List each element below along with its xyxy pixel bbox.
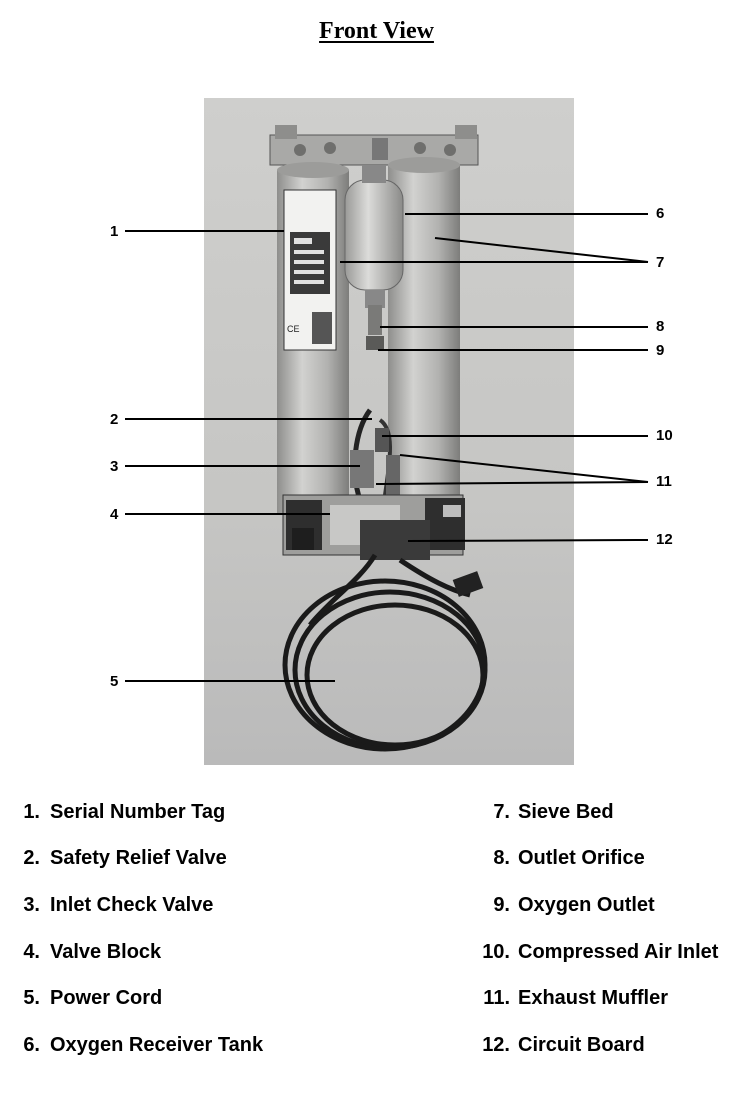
legend-item-power-cord: 5.Power Cord	[23, 987, 163, 1009]
exhaust-muffler	[386, 455, 400, 495]
ce-mark: CE	[287, 324, 300, 334]
callout-5: 5	[110, 673, 119, 690]
legend-item-safety-relief-valve: 2.Safety Relief Valve	[23, 847, 227, 869]
legend-item-compressed-air-inlet: 10.Compressed Air Inlet	[482, 941, 719, 963]
callout-10: 10	[656, 427, 673, 444]
callout-2: 2	[110, 411, 119, 428]
legend-item-circuit-board: 12.Circuit Board	[482, 1034, 645, 1056]
oxygen-receiver-tank	[344, 179, 404, 291]
inlet-check-valve	[350, 450, 374, 488]
callout-12: 12	[656, 531, 673, 548]
legend-item-sieve-bed: 7.Sieve Bed	[493, 801, 614, 823]
legend-item-serial-number-tag: 1.Serial Number Tag	[23, 801, 226, 823]
callout-3: 3	[110, 458, 119, 475]
legend-item-valve-block: 4.Valve Block	[23, 941, 162, 963]
legend-item-outlet-orifice: 8.Outlet Orifice	[493, 847, 645, 869]
callout-6: 6	[656, 205, 665, 222]
compressed-air-inlet	[375, 428, 389, 452]
oxygen-outlet	[366, 336, 384, 350]
product-photo: CE	[125, 98, 649, 765]
callout-7: 7	[656, 254, 665, 271]
legend-item-inlet-check-valve: 3.Inlet Check Valve	[23, 894, 214, 916]
legend-item-exhaust-muffler: 11.Exhaust Muffler	[483, 987, 669, 1009]
callout-1: 1	[110, 223, 119, 240]
legend-item-oxygen-receiver-tank: 6.Oxygen Receiver Tank	[23, 1034, 264, 1056]
callout-9: 9	[656, 342, 665, 359]
legend-item-oxygen-outlet: 9.Oxygen Outlet	[493, 894, 655, 916]
page-title: Front View	[319, 18, 434, 44]
callout-8: 8	[656, 318, 665, 335]
outlet-orifice	[368, 305, 382, 335]
callout-11: 11	[656, 473, 672, 490]
callout-4: 4	[110, 506, 119, 523]
